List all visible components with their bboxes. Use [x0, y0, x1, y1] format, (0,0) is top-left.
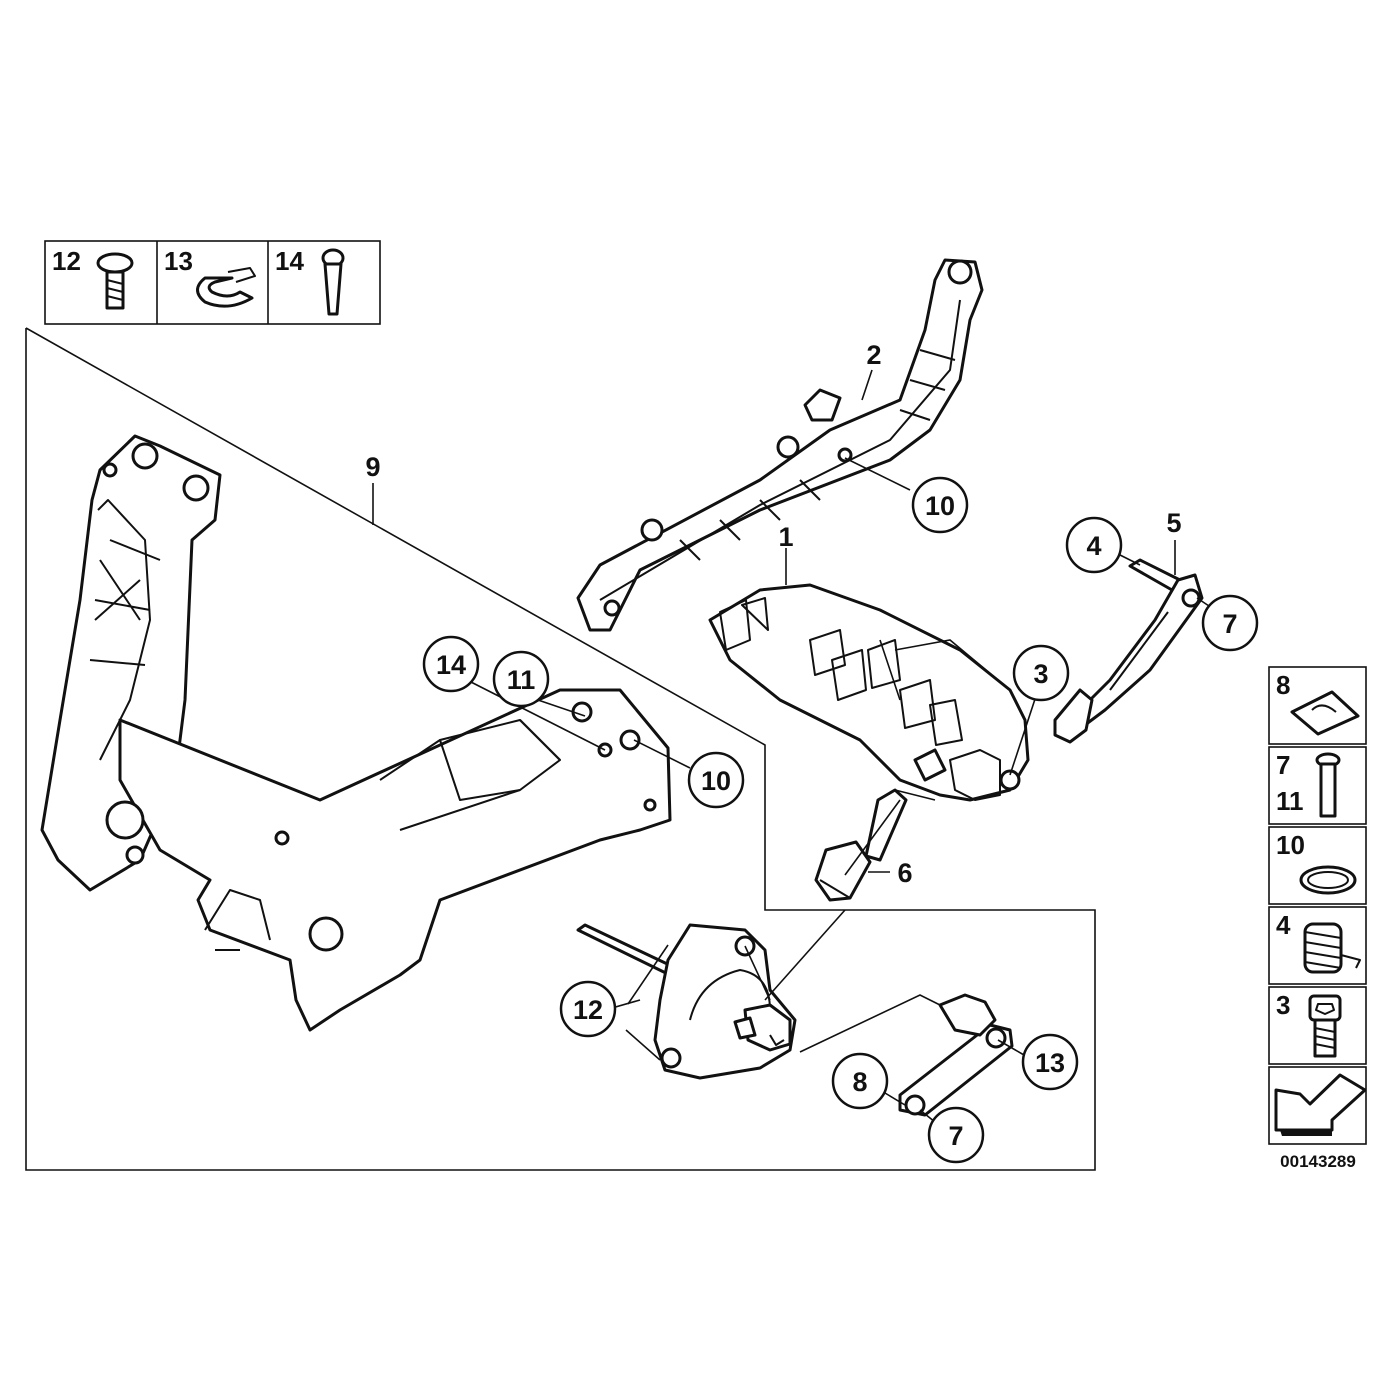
legend-top-frame	[44, 240, 381, 325]
callout-circle-10-mid: 10	[687, 751, 745, 809]
svg-text:7: 7	[948, 1121, 963, 1151]
legend-side-num-3: 3	[1276, 990, 1290, 1020]
svg-text:14: 14	[436, 650, 466, 680]
legend-side-num-10: 10	[1276, 830, 1305, 860]
svg-text:10: 10	[701, 766, 731, 796]
svg-text:7: 7	[1222, 609, 1237, 639]
callout-2: 2	[866, 340, 881, 370]
lower-lever-arm	[898, 993, 1014, 1117]
circlip-icon	[1299, 865, 1357, 895]
gearbox-unit	[576, 923, 797, 1080]
upper-right-lever	[1053, 558, 1204, 744]
coil-spring-icon	[1303, 922, 1361, 974]
callout-circle-11: 11	[492, 650, 550, 708]
legend-side-num-11: 11	[1276, 786, 1304, 816]
callout-circle-14: 14	[422, 635, 480, 693]
svg-text:10: 10	[925, 491, 955, 521]
legend-side: 8 7 11 10 4 3	[1268, 666, 1367, 1171]
dowel-pin-icon	[321, 248, 345, 316]
hex-socket-screw-icon	[1308, 994, 1342, 1058]
callout-9: 9	[365, 452, 380, 482]
direction-arrow-icon	[1274, 1073, 1367, 1136]
spring-nut-icon	[1290, 690, 1360, 736]
callout-1: 1	[778, 522, 793, 552]
legend-side-num-8: 8	[1276, 670, 1290, 700]
svg-text:12: 12	[573, 995, 603, 1025]
upper-arm-rail	[576, 258, 984, 632]
svg-text:3: 3	[1033, 659, 1048, 689]
callouts: 9 2 1 5 6 10 4 7 3 14 11 10	[365, 340, 1259, 1164]
callout-5: 5	[1166, 508, 1181, 538]
retaining-clip-icon	[196, 267, 256, 308]
pin-bolt-icon	[1315, 752, 1341, 818]
main-frame-bracket	[40, 434, 672, 1032]
diagram-number: 00143289	[1280, 1152, 1356, 1171]
legend-top: 12 13 14	[44, 240, 381, 325]
callout-circle-10-top: 10	[911, 476, 969, 534]
callout-circle-3: 3	[1012, 644, 1070, 702]
legend-top-num-13: 13	[164, 246, 193, 276]
leader-lines	[372, 369, 1213, 1123]
legend-side-num-7: 7	[1276, 750, 1290, 780]
callout-circle-13: 13	[1021, 1033, 1079, 1091]
shaft-sleeve	[814, 788, 908, 902]
callout-circle-12: 12	[559, 980, 617, 1038]
callout-6: 6	[897, 858, 912, 888]
torx-screw-icon	[96, 252, 134, 310]
callout-circle-7-top: 7	[1201, 594, 1259, 652]
legend-top-num-12: 12	[52, 246, 81, 276]
callout-circle-4: 4	[1065, 516, 1123, 574]
svg-text:4: 4	[1086, 531, 1101, 561]
svg-text:13: 13	[1035, 1048, 1065, 1078]
actuator-housing	[708, 583, 1030, 802]
callout-circle-7-bottom: 7	[927, 1106, 985, 1164]
callout-circle-8: 8	[831, 1052, 889, 1110]
assembly-frame-outline	[25, 327, 1096, 1171]
legend-top-num-14: 14	[275, 246, 304, 276]
legend-side-num-4: 4	[1276, 910, 1291, 940]
svg-text:8: 8	[852, 1067, 867, 1097]
svg-text:11: 11	[507, 665, 536, 695]
